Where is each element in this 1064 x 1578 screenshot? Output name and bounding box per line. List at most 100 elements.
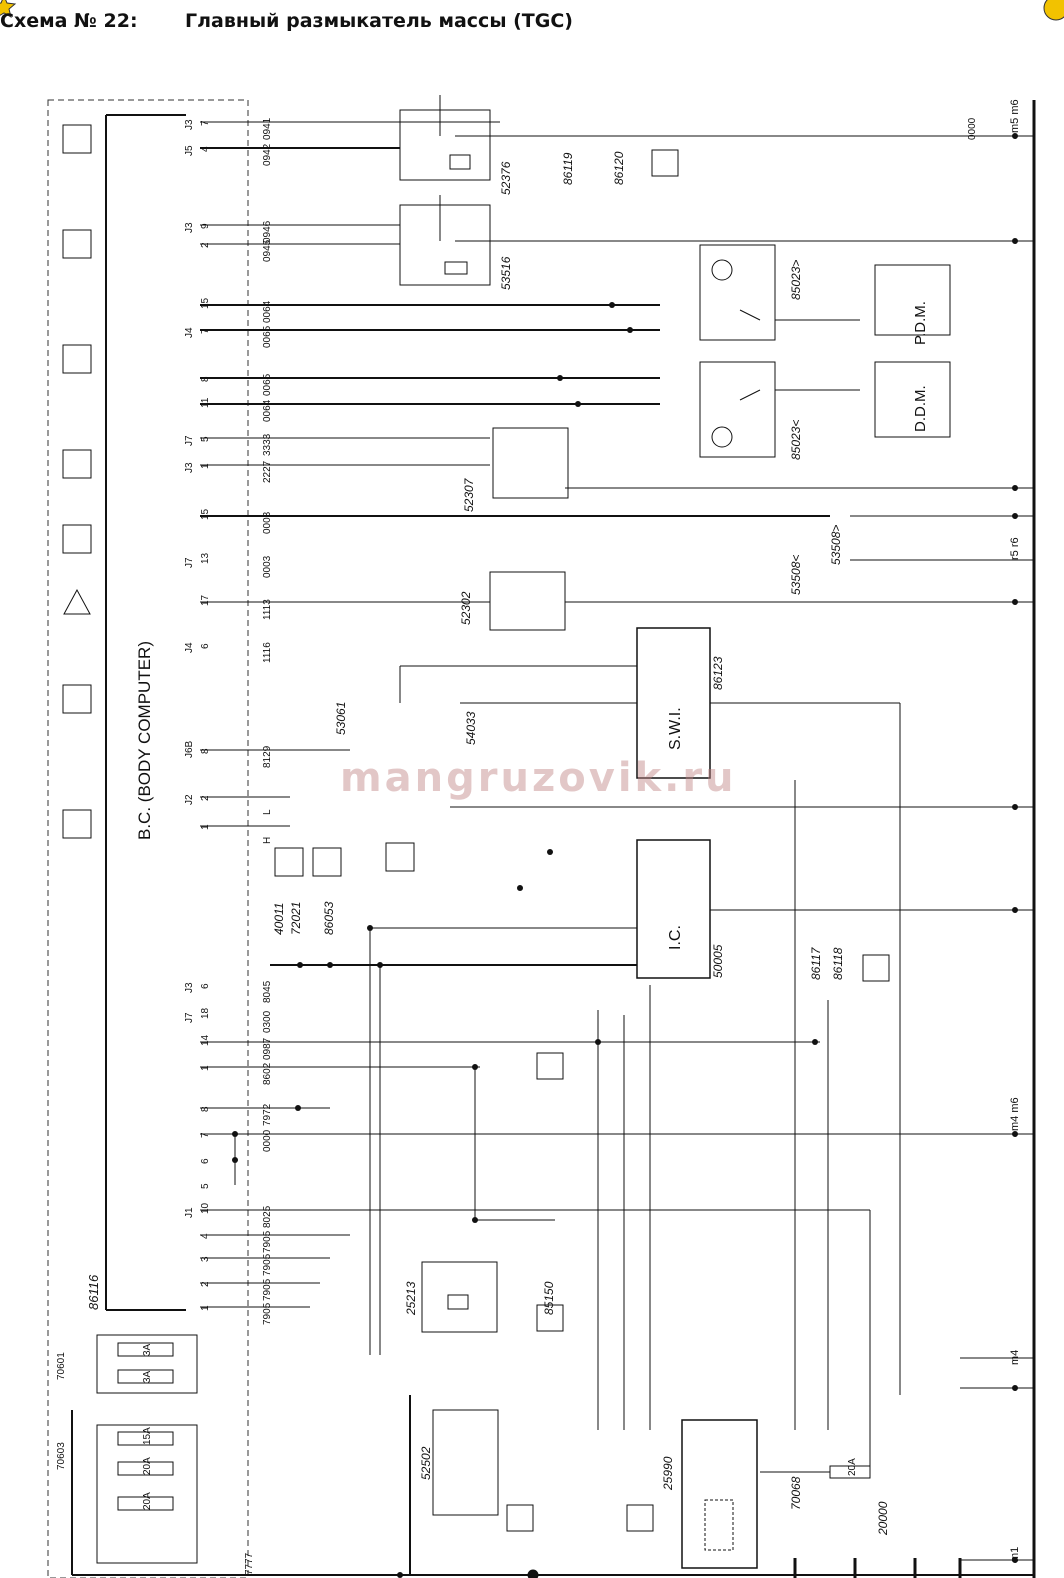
relay-25213: [421, 1261, 498, 1333]
wire-code: 0003: [262, 511, 273, 534]
battery-terminal: [527, 1569, 539, 1578]
sensor-icon: [862, 954, 890, 982]
fuse-rating: 15A: [142, 1427, 153, 1445]
ground-ref: m4: [1009, 1350, 1021, 1365]
fuel-icon: [651, 149, 679, 177]
ground-ref: m1: [1009, 1547, 1021, 1562]
engine-icon: [62, 809, 92, 839]
connector-id: J3: [184, 982, 195, 993]
component-code: 53516: [499, 256, 513, 290]
connector-pin: 1: [200, 1065, 211, 1071]
component-code: 86118: [831, 947, 845, 980]
connector-pin: 9: [200, 223, 211, 229]
connector-id: J3: [184, 222, 195, 233]
connector-pin: 11: [200, 397, 211, 408]
wire-code: 7905: [262, 1230, 273, 1253]
connector-id: J4: [184, 642, 195, 653]
connector-pin: 6: [200, 983, 211, 989]
fuse-box-70603: [96, 1424, 198, 1564]
wire-code: 0064: [262, 399, 273, 422]
component-code: 85023<: [789, 420, 803, 460]
fuse-rating: 3A: [142, 1343, 153, 1356]
page-header: Схема № 22: Главный размыкатель массы (T…: [0, 0, 1064, 40]
switch-52307: [492, 427, 569, 499]
vertical-wires: [234, 780, 871, 1470]
connector-pin: 3: [200, 1256, 211, 1262]
connector-pin: 4: [200, 146, 211, 152]
wire-code: 0000: [262, 1129, 273, 1152]
wire-code: 0000: [967, 117, 978, 140]
fuse-rating: 20A: [847, 1458, 858, 1476]
ground-ref: m5 m6: [1009, 99, 1021, 133]
wire-code: 7905: [262, 1302, 273, 1325]
connector-pin: 7: [200, 120, 211, 126]
heater-icon: [62, 229, 92, 259]
ground-wires: [450, 135, 1034, 1561]
wire-code: 7905: [262, 1253, 273, 1276]
component-code: 53061: [334, 702, 348, 735]
connector-pin: 15: [200, 297, 211, 309]
connector-pin: 5: [200, 1183, 211, 1189]
wire-code: 7905: [262, 1278, 273, 1301]
component-code: 86120: [612, 151, 626, 185]
connector-pin: 4: [200, 1233, 211, 1239]
corner-badge-icon: [1043, 0, 1064, 21]
wire-code: 7972: [262, 1103, 273, 1126]
component-code: 52376: [499, 161, 513, 195]
connector-pin: 10: [200, 1202, 211, 1214]
fuse-rating: 20A: [142, 1492, 153, 1510]
component-code: 20000: [876, 1501, 890, 1536]
connector-id: J5: [184, 145, 195, 156]
ic-module: [636, 839, 711, 979]
mirror-motor-85023-upper: [699, 244, 776, 341]
connector-pin: 1: [200, 1305, 211, 1311]
ground-ref: m4 m6: [1009, 1097, 1021, 1131]
connector-pin: 8: [200, 748, 211, 754]
connector-pin: 8: [200, 376, 211, 382]
wire-code: 0946: [262, 220, 273, 243]
connector-pin: 15: [200, 508, 211, 520]
beam-icon: [62, 524, 92, 554]
wire-code: 0064: [262, 300, 273, 323]
connector-pin: 6: [200, 1158, 211, 1164]
wire-code: L: [262, 809, 273, 815]
fuse-rating: 20A: [142, 1457, 153, 1475]
fuse-rating: 3A: [142, 1370, 153, 1383]
battery-cells: [793, 1558, 962, 1578]
wire-code: 8129: [262, 745, 273, 768]
component-code: 70068: [789, 1476, 803, 1510]
component-code: 85150: [542, 1281, 556, 1315]
connector-id: J3: [184, 119, 195, 130]
connector-pin: 13: [200, 552, 211, 564]
wire-code: 8045: [262, 980, 273, 1003]
pdm-label: P.D.M.: [912, 301, 929, 345]
connector-pin: 2: [200, 795, 211, 801]
swi-label: S.W.I.: [667, 707, 684, 750]
instrument-icons: [274, 149, 890, 1532]
wire-code: 0941: [262, 117, 273, 140]
component-code: 85023>: [789, 260, 803, 300]
dial-icon: [385, 842, 415, 872]
headlamp-icon: [62, 449, 92, 479]
wiring-diagram: B.C. (BODY COMPUTER) 86116: [47, 95, 1036, 1578]
watermark: mangruzovik.ru: [340, 755, 737, 801]
wire-code: 3333: [262, 433, 273, 456]
wire-code: 2227: [262, 460, 273, 483]
connector-id: J7: [184, 435, 195, 446]
ground-ref: r5 r6: [1009, 537, 1021, 560]
wire-code: 0987: [262, 1037, 273, 1060]
connector-pin: 17: [200, 594, 211, 606]
wire-code: 0945: [262, 239, 273, 262]
wire-code: 0942: [262, 143, 273, 166]
component-code: 53508>: [829, 525, 843, 565]
wire-code: 7777: [244, 1552, 255, 1575]
tgc-25990: [681, 1419, 758, 1569]
component-code: 86053: [322, 901, 336, 935]
connector-pin: 2: [200, 242, 211, 248]
key-icon: [506, 1504, 534, 1532]
corner-badge-icon: [0, 0, 17, 19]
connector-id: J4: [184, 327, 195, 338]
fuse-box-70601: [96, 1334, 198, 1394]
